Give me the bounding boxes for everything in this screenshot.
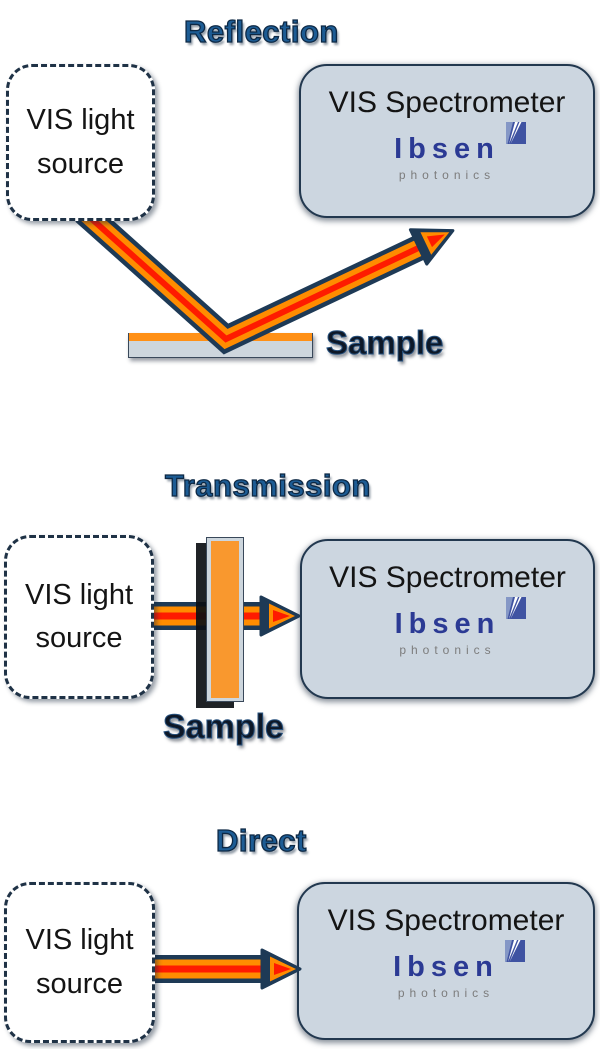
ibsen-brand-name: Ibsen: [393, 940, 525, 984]
sample-slab-horizontal: [128, 333, 313, 358]
spectrometer-label: VIS Spectrometer: [327, 904, 565, 937]
ibsen-brand-sub: photonics: [399, 643, 496, 657]
ibsen-logo: Ibsen photonics: [393, 940, 525, 1000]
ibsen-brand-sub: photonics: [397, 986, 495, 1000]
spectrometer-box: VIS Spectrometer Ibsen photonics: [300, 539, 595, 699]
light-source-label: VIS light source: [26, 104, 135, 180]
reflection-beam: [75, 202, 463, 355]
direct-beam: [150, 948, 302, 990]
sample-slab-vertical: [206, 537, 244, 702]
light-source-label: VIS light source: [25, 578, 133, 655]
spectrometer-box: VIS Spectrometer Ibsen photonics: [299, 64, 595, 218]
section-title-direct: Direct: [215, 822, 307, 858]
sample-label: Sample: [325, 324, 444, 362]
section-title-reflection: Reflection: [183, 13, 339, 49]
ibsen-grating-icon: [506, 597, 527, 619]
ibsen-grating-icon: [504, 940, 525, 962]
light-source-box: VIS light source: [6, 64, 155, 221]
ibsen-brand-sub: photonics: [398, 168, 496, 182]
light-source-label: VIS light source: [25, 924, 134, 1000]
spectrometer-label: VIS Spectrometer: [328, 86, 566, 119]
ibsen-grating-icon: [505, 122, 526, 144]
ibsen-logo: Ibsen photonics: [394, 122, 526, 182]
light-source-box: VIS light source: [4, 882, 155, 1043]
sample-slab-core: [211, 541, 239, 698]
spectrometer-box: VIS Spectrometer Ibsen photonics: [297, 882, 595, 1040]
ibsen-logo: Ibsen photonics: [395, 597, 527, 657]
spectrometer-label: VIS Spectrometer: [329, 561, 566, 594]
light-source-box: VIS light source: [4, 535, 154, 699]
ibsen-brand-name: Ibsen: [394, 122, 526, 166]
section-title-transmission: Transmission: [164, 467, 371, 503]
ibsen-brand-name: Ibsen: [395, 597, 527, 641]
sample-label: Sample: [163, 708, 285, 747]
